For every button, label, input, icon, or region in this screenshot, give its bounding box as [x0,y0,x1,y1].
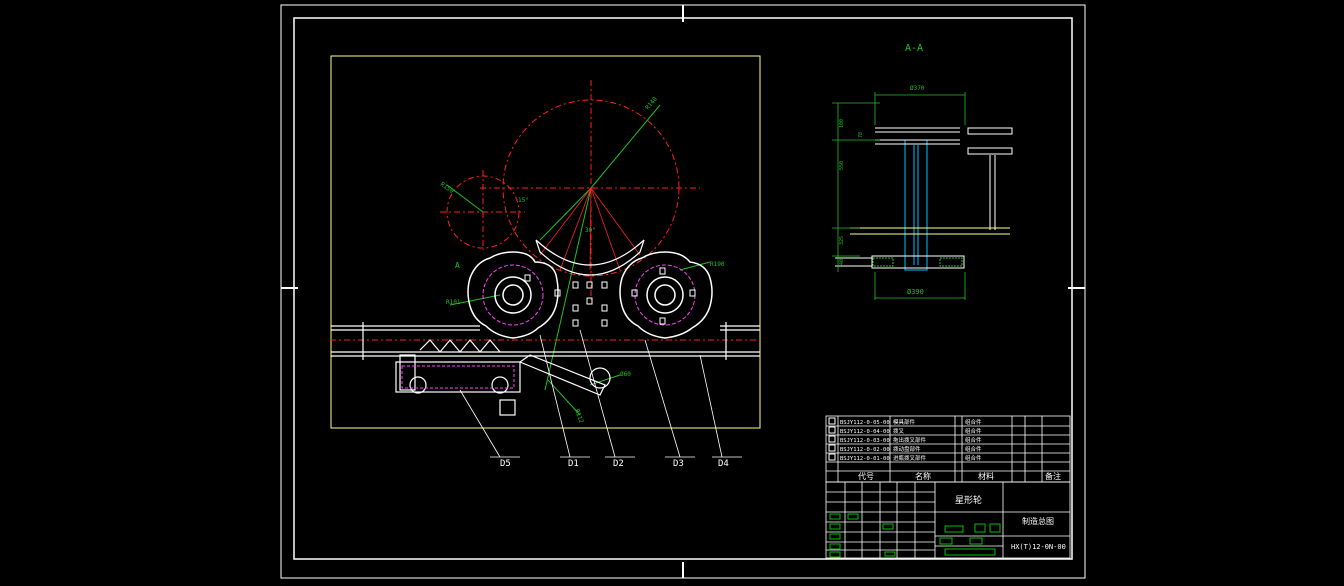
callout-d1: D1 [568,459,579,469]
callout-d5: D5 [500,459,511,469]
right-star-wheel [619,251,713,339]
front-view-border [330,55,761,429]
section-title: A-A [905,43,923,54]
left-star-wheel [467,251,559,339]
part-row-marker [828,426,836,434]
dim-angle-1: 15° [518,197,529,204]
part-material: 组合件 [965,454,982,462]
part-code: BSJY112-0-02-00 [840,447,890,453]
section-dim-1: 100 [839,119,845,128]
dim-angle-2: 30° [585,227,596,234]
center-star-arc [535,239,645,276]
drawing-title: 星形轮 [955,494,982,506]
header-name: 名称 [915,471,931,481]
section-marker: A [455,261,460,270]
lower-mechanism [395,339,611,416]
company: 制造总图 [1022,516,1054,526]
part-name: 拨动盘部件 [893,445,921,453]
dim-radius-small: R150 [439,181,455,195]
conveyor-rails [331,322,760,360]
callout-d3: D3 [673,459,684,469]
part-code: BSJY112-0-01-00 [840,456,890,462]
section-dim-5: 40 [839,259,845,265]
part-row-marker [828,417,836,425]
drawing-number: HX(T)12-0N-00 [1011,543,1066,551]
part-code: BSJY112-0-03-00 [840,438,890,444]
title-block-fills [829,513,1001,558]
part-name: 进瓶拨叉部件 [893,454,927,462]
dim-small-1: Ø60 [620,371,631,378]
part-row-marker [828,453,836,461]
part-name: 拨叉 [893,427,905,435]
dim-small-2: R112 [573,408,585,424]
part-material: 组合件 [965,427,982,435]
callout-d4: D4 [718,459,729,469]
header-code: 代号 [858,471,874,481]
holes [524,267,696,327]
section-view [835,127,1013,271]
callout-leaders [459,329,742,458]
dim-radius-left: R101 [446,299,461,306]
dim-radius-right: R190 [710,261,725,268]
large-gear-centerlines [330,80,760,341]
section-dim-4: 325 [839,236,845,245]
header-material: 材料 [978,471,994,481]
section-dim-3: 550 [839,161,845,170]
section-dim-top: Ø370 [910,85,925,92]
part-name: 模具部件 [893,418,916,426]
header-remark: 备注 [1045,471,1061,481]
part-code: BSJY112-0-05-00 [840,420,890,426]
title-block-grid [825,481,1071,559]
part-material: 组合件 [965,436,982,444]
part-material: 组合件 [965,445,982,453]
section-dim-bottom: Ø390 [907,288,924,296]
part-material: 组合件 [965,418,982,426]
callout-d2: D2 [613,459,624,469]
part-row-marker [828,444,836,452]
section-dim-2: 78 [858,132,864,138]
part-code: BSJY112-0-04-00 [840,429,890,435]
part-name: 拖出拨叉部件 [893,436,927,444]
part-row-marker [828,435,836,443]
